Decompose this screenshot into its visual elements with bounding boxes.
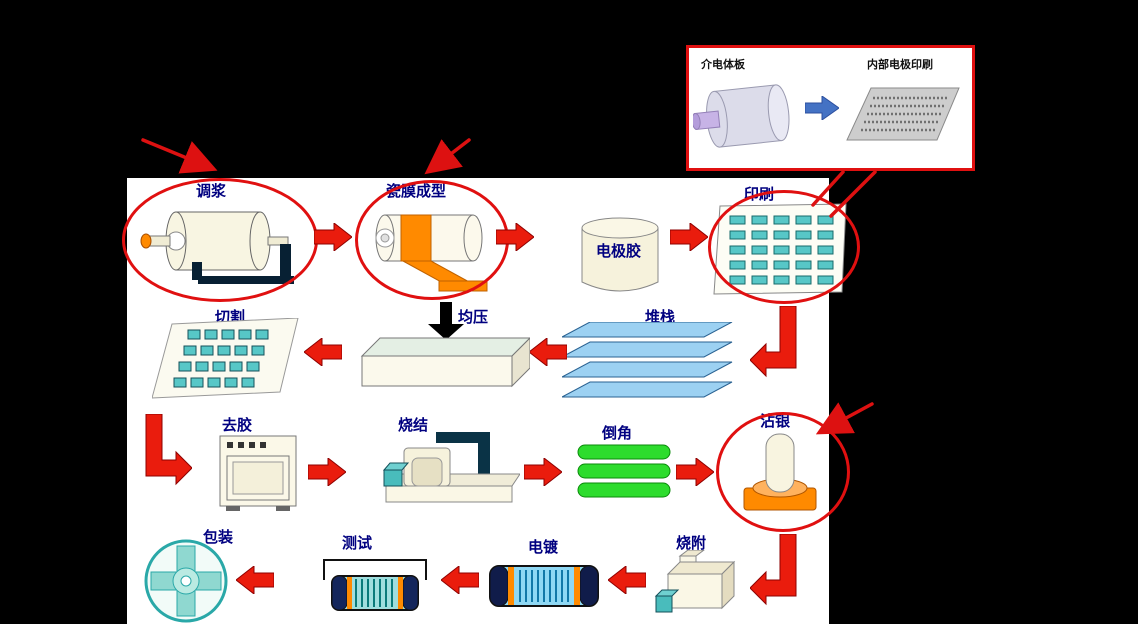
printed-electrode-sheet-icon	[845, 82, 963, 148]
flow-arrow-left-5	[236, 566, 274, 594]
highlight-ellipse-film-forming	[355, 180, 509, 300]
inset-detail-panel: 介电体板 内部电极印刷	[686, 45, 975, 171]
chamfer-bars-icon	[576, 443, 672, 501]
flow-arrow-right-6	[676, 458, 714, 486]
sheet-stack-icon	[562, 322, 734, 402]
sintering-kiln-icon	[378, 428, 520, 512]
flow-arrow-left-3	[608, 566, 646, 594]
dielectric-roll-icon	[693, 72, 803, 164]
highlight-ellipse-silver-dipping	[716, 412, 850, 532]
step-label-plating: 电镀	[528, 538, 559, 556]
flow-arrow-left-2	[304, 338, 342, 366]
inset-arrow-right-icon	[805, 96, 839, 120]
electrode-paste-drum-icon	[578, 216, 662, 294]
pointer-arrow-silver-dipping	[815, 402, 874, 435]
inset-label-electrode-print: 内部电极印刷	[867, 58, 933, 71]
flow-arrow-left-4	[441, 566, 479, 594]
flow-elbow-arrow-cut-to-debind	[142, 414, 192, 486]
flow-arrow-right-4	[308, 458, 346, 486]
plated-chip-icon	[486, 558, 602, 614]
inset-label-dielectric: 介电体板	[701, 58, 745, 71]
flow-arrow-right-3	[670, 223, 708, 251]
step-label-testing: 测试	[342, 534, 373, 552]
flow-arrow-right-1	[314, 223, 352, 251]
pointer-arrow-slurry	[141, 138, 218, 174]
diced-chips-icon	[152, 318, 302, 400]
test-fixture-icon	[316, 552, 434, 614]
step-label-pressing: 均压	[458, 308, 489, 326]
flow-arrow-right-2	[496, 223, 534, 251]
debinding-oven-icon	[214, 432, 302, 512]
flow-elbow-arrow-print-to-stack	[750, 306, 800, 378]
pointer-arrow-film-forming	[424, 138, 471, 175]
step-label-electrode-paste: 电极胶	[596, 242, 642, 260]
press-icon	[360, 300, 530, 392]
flow-arrow-left-1	[529, 338, 567, 366]
flow-elbow-arrow-silver-to-firing	[750, 534, 800, 606]
highlight-ellipse-printing	[708, 190, 860, 304]
step-label-chamfering: 倒角	[602, 424, 633, 442]
flow-arrow-right-5	[524, 458, 562, 486]
step-label-sintering: 烧结	[398, 416, 429, 434]
highlight-ellipse-slurry	[122, 178, 318, 302]
step-label-packaging: 包装	[203, 528, 234, 546]
tape-reel-icon	[143, 538, 229, 624]
firing-kiln-icon	[652, 550, 738, 618]
step-label-firing: 烧附	[676, 534, 707, 552]
step-label-debinding: 去胶	[222, 416, 253, 434]
